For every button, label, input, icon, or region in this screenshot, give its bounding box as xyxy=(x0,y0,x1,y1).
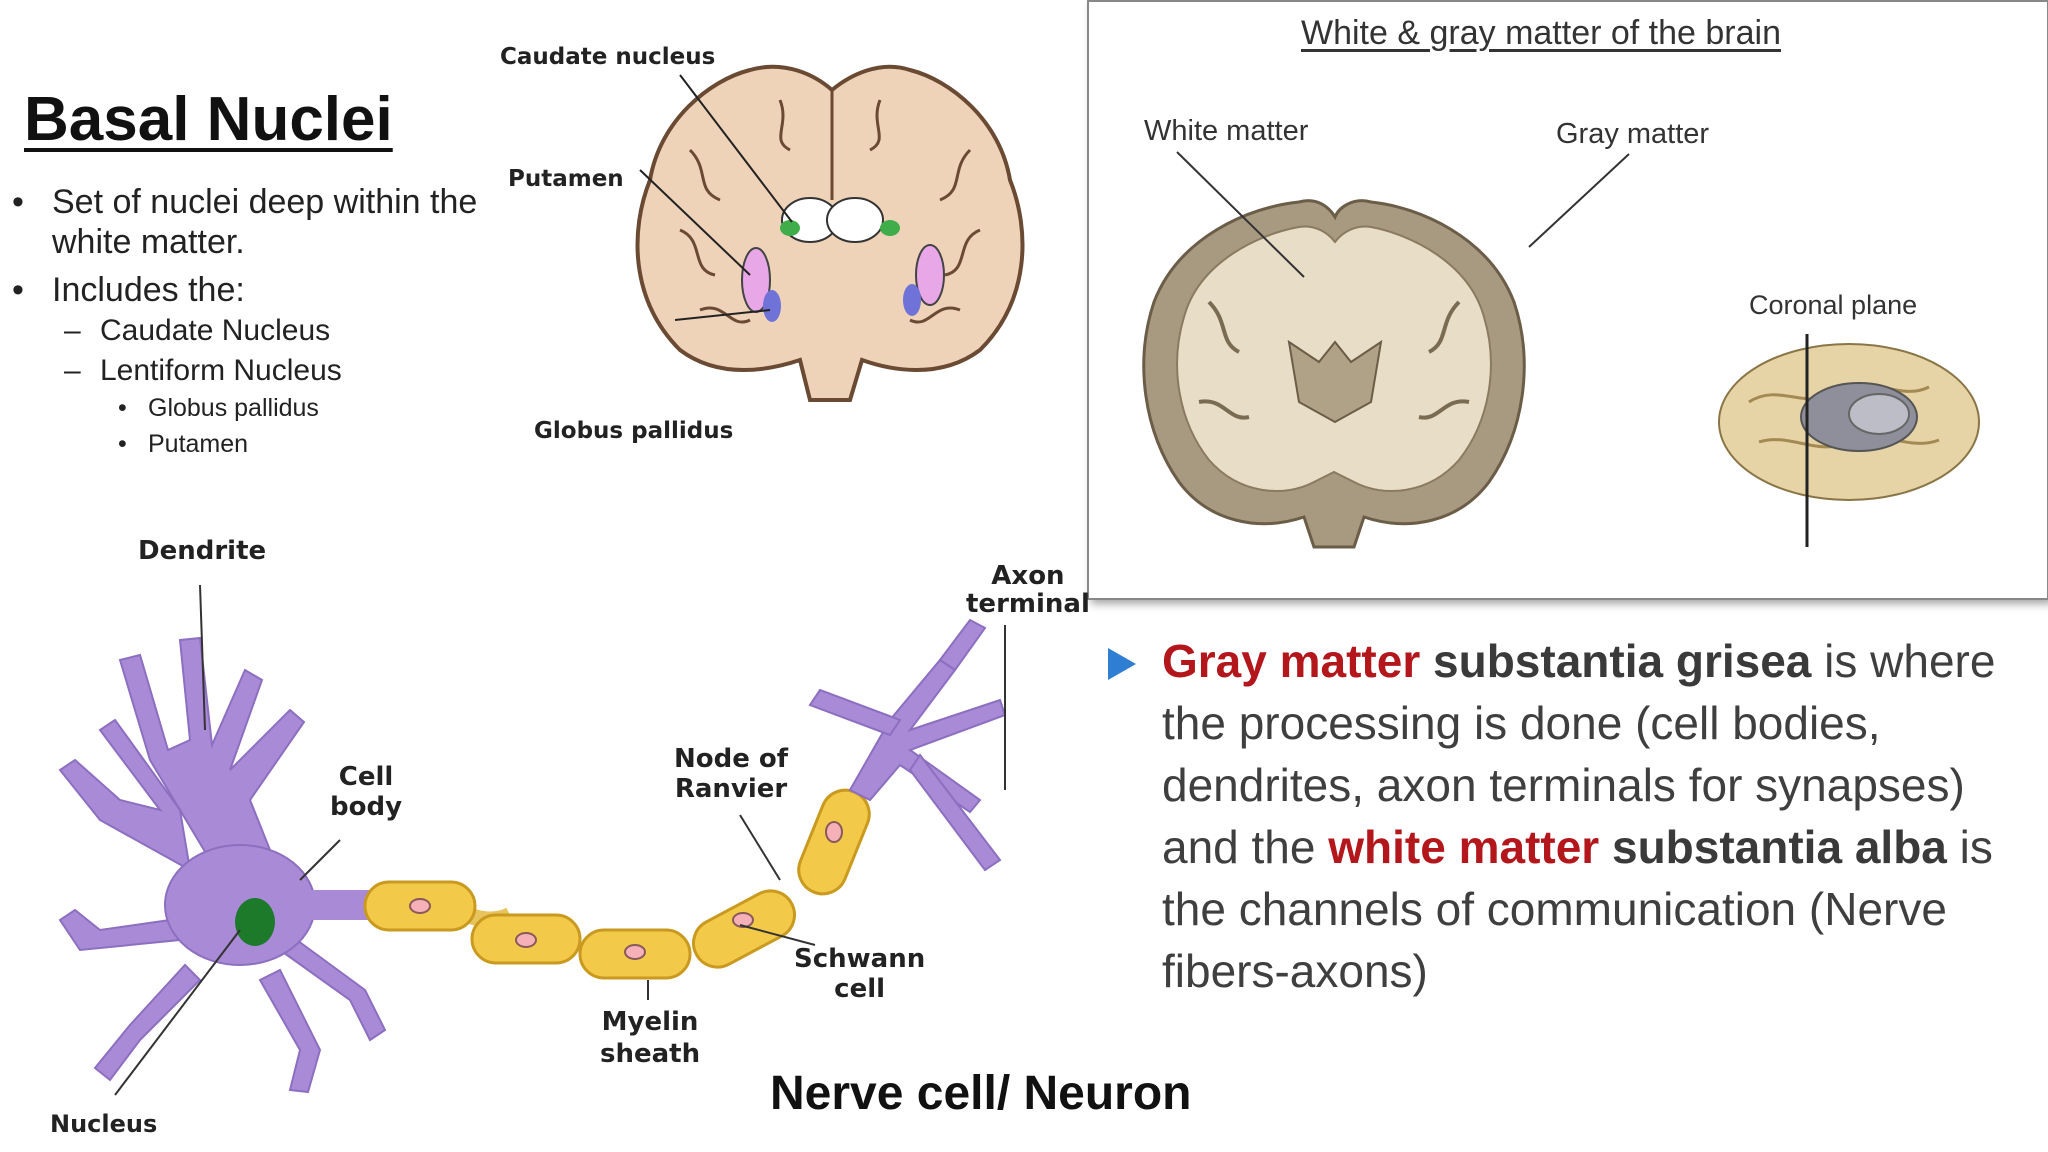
bullet1-line2: white matter. xyxy=(52,223,245,261)
label-node-of-ranvier: Node of Ranvier xyxy=(674,744,788,804)
axon-terminal xyxy=(808,618,1007,872)
label-myelin-sheath: Myelin sheath xyxy=(600,1006,700,1070)
leader-line xyxy=(674,309,771,321)
schwann-nuclei xyxy=(409,821,843,960)
brain-3d-icon xyxy=(1718,334,1980,547)
subsub-item-putamen: Putamen xyxy=(148,430,249,458)
subsub-item-globus: Globus pallidus xyxy=(148,394,319,422)
sub-item-caudate: Caudate Nucleus xyxy=(100,314,331,347)
label-schwann-line1: Schwann xyxy=(794,944,926,974)
label-schwann-cell: Schwann cell xyxy=(794,944,925,1004)
leader-line xyxy=(639,169,751,276)
label-cell-body: Cell body xyxy=(330,762,402,822)
label-axon-line2: terminal xyxy=(966,589,1090,619)
label-node-line1: Node of xyxy=(674,744,789,774)
term-gray-matter: Gray matter xyxy=(1162,635,1421,687)
brain-coronal-section xyxy=(635,64,1025,402)
bullet1-line1: Set of nuclei deep within the xyxy=(52,183,478,221)
label-axon-terminal: Axon terminal xyxy=(966,562,1090,618)
dendrites xyxy=(58,636,387,1094)
label-cell-body-line2: body xyxy=(330,792,403,822)
gray-white-matter-paragraph: Gray matter substantia grisea is where t… xyxy=(1162,630,2022,1002)
label-globus-pallidus: Globus pallidus xyxy=(534,418,734,444)
label-schwann-line2: cell xyxy=(834,974,886,1004)
bullet-dot: • xyxy=(118,394,127,422)
label-axon-line1: Axon xyxy=(991,561,1065,591)
panel-title: White & gray matter of the brain xyxy=(1301,14,1781,52)
bullet-dot: • xyxy=(12,183,24,221)
nucleus xyxy=(235,898,275,946)
label-nucleus: Nucleus xyxy=(50,1110,158,1138)
dash-marker: – xyxy=(64,314,81,347)
label-white-matter: White matter xyxy=(1144,115,1309,147)
neuron-diagram xyxy=(58,584,1007,1096)
paragraph-text-1: is where the processing is done (cell bo… xyxy=(1162,635,1996,873)
white-gray-matter-panel: White & gray matter of the brain White m… xyxy=(1087,0,2048,600)
leader-line xyxy=(679,74,793,223)
label-myelin-line2: sheath xyxy=(600,1039,701,1069)
bullet-dot: • xyxy=(12,271,24,309)
label-gray-matter: Gray matter xyxy=(1556,118,1710,150)
basal-nuclei-diagram xyxy=(635,64,1025,402)
neuron-leader-lines xyxy=(114,584,1006,1096)
label-caudate-nucleus: Caudate nucleus xyxy=(500,44,716,70)
label-coronal-plane: Coronal plane xyxy=(1749,290,1918,320)
sub-item-lentiform: Lentiform Nucleus xyxy=(100,354,342,387)
term-white-matter: white matter xyxy=(1328,821,1600,873)
label-putamen: Putamen xyxy=(508,166,624,192)
term-substantia-alba: substantia alba xyxy=(1612,821,1947,873)
label-cell-body-line1: Cell xyxy=(338,762,394,792)
paragraph-text-2: is the channels of communication (Nerve … xyxy=(1162,821,1993,997)
dash-marker: – xyxy=(64,354,81,387)
bullet-dot: • xyxy=(118,430,127,458)
leader-line xyxy=(1528,153,1630,248)
bullet2: Includes the: xyxy=(52,271,245,309)
axon-hillock xyxy=(300,890,370,920)
cell-body xyxy=(164,844,316,966)
term-substantia-grisea: substantia grisea xyxy=(1433,635,1812,687)
basal-nuclei-title: Basal Nuclei xyxy=(24,85,393,154)
brain-section-illustration xyxy=(1142,151,1980,549)
leader-line xyxy=(1176,151,1305,278)
label-dendrite: Dendrite xyxy=(138,536,267,566)
label-node-line2: Ranvier xyxy=(674,774,788,804)
coronal-brain-slice xyxy=(1142,199,1526,549)
bullet-triangle-icon xyxy=(1108,648,1136,680)
label-myelin-line1: Myelin xyxy=(601,1007,699,1037)
neuron-caption: Nerve cell/ Neuron xyxy=(770,1067,1192,1120)
